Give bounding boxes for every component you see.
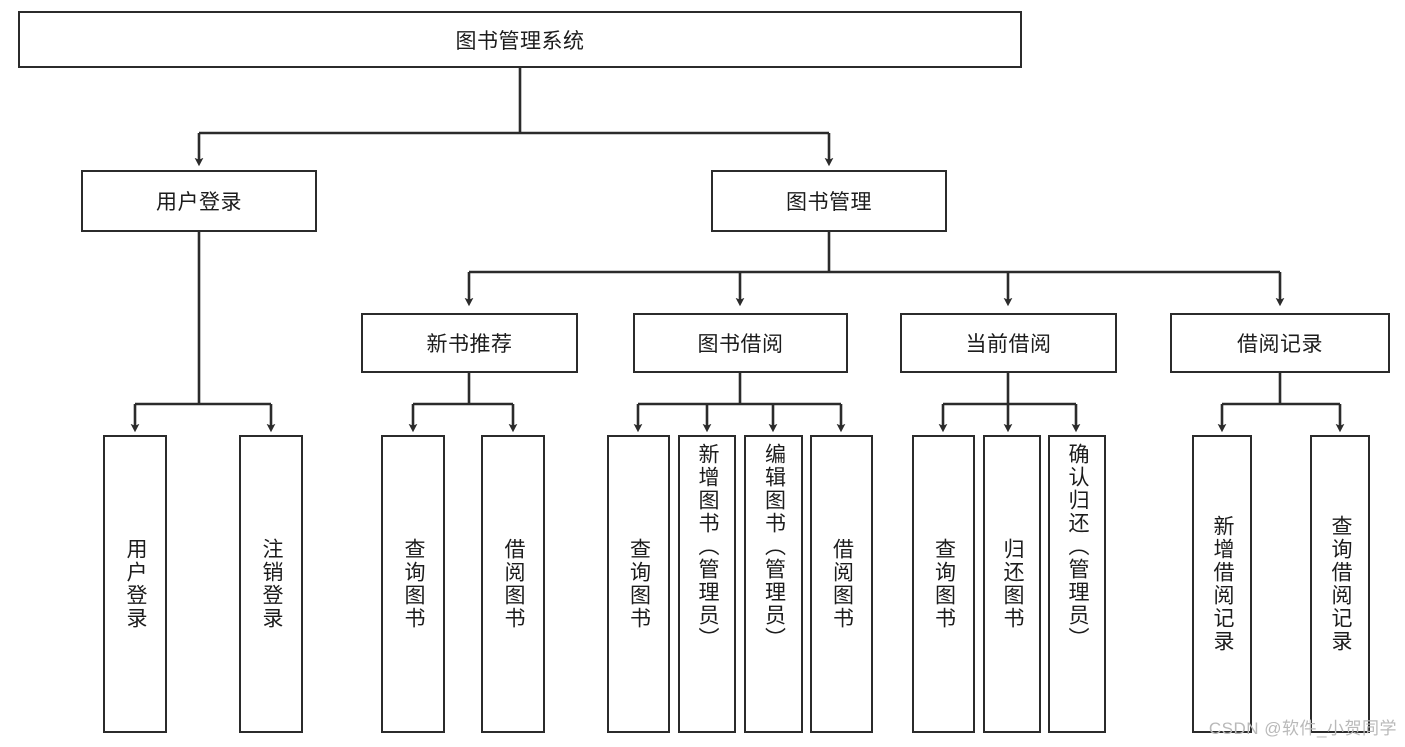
node-user-login[interactable]: 用户登录 bbox=[81, 170, 317, 232]
node-leaf-borrow-books[interactable]: 借阅图书 bbox=[810, 435, 873, 733]
node-label: 归还图书 bbox=[1001, 538, 1025, 630]
node-book-borrow[interactable]: 图书借阅 bbox=[633, 313, 848, 373]
node-label: 编辑图书（管理员） bbox=[762, 443, 786, 650]
node-leaf-edit-book-admin[interactable]: 编辑图书（管理员） bbox=[744, 435, 803, 733]
node-label: 新书推荐 bbox=[426, 333, 513, 356]
node-label: 图书借阅 bbox=[697, 333, 784, 356]
node-label: 查询借阅记录 bbox=[1329, 515, 1353, 653]
node-label: 查询图书 bbox=[402, 538, 426, 630]
node-label: 确认归还（管理员） bbox=[1066, 443, 1090, 650]
watermark-text: CSDN @软件_小贺同学 bbox=[1208, 719, 1397, 738]
node-leaf-user-login[interactable]: 用户登录 bbox=[103, 435, 167, 733]
node-leaf-logout[interactable]: 注销登录 bbox=[239, 435, 303, 733]
node-leaf-borrow-books-recommend[interactable]: 借阅图书 bbox=[481, 435, 545, 733]
node-label: 图书管理系统 bbox=[455, 29, 585, 53]
node-current-borrow[interactable]: 当前借阅 bbox=[900, 313, 1117, 373]
node-book-management[interactable]: 图书管理 bbox=[711, 170, 947, 232]
node-label: 查询图书 bbox=[932, 538, 956, 630]
node-label: 当前借阅 bbox=[965, 333, 1052, 356]
node-label: 借阅记录 bbox=[1237, 333, 1323, 356]
node-leaf-return-books[interactable]: 归还图书 bbox=[983, 435, 1041, 733]
node-label: 新增图书（管理员） bbox=[696, 443, 720, 650]
node-leaf-query-books-recommend[interactable]: 查询图书 bbox=[381, 435, 445, 733]
node-label: 借阅图书 bbox=[830, 538, 854, 630]
node-label: 借阅图书 bbox=[502, 538, 526, 630]
node-label: 用户登录 bbox=[156, 191, 242, 214]
node-leaf-confirm-return-admin[interactable]: 确认归还（管理员） bbox=[1048, 435, 1106, 733]
node-label: 用户登录 bbox=[124, 538, 148, 630]
node-leaf-add-borrow-record[interactable]: 新增借阅记录 bbox=[1192, 435, 1252, 733]
node-label: 新增借阅记录 bbox=[1211, 515, 1235, 653]
node-leaf-add-book-admin[interactable]: 新增图书（管理员） bbox=[678, 435, 736, 733]
node-label: 注销登录 bbox=[260, 538, 284, 630]
node-borrow-records[interactable]: 借阅记录 bbox=[1170, 313, 1390, 373]
node-leaf-query-books-borrow[interactable]: 查询图书 bbox=[607, 435, 670, 733]
node-new-book-recommend[interactable]: 新书推荐 bbox=[361, 313, 578, 373]
node-root-book-management-system[interactable]: 图书管理系统 bbox=[18, 11, 1022, 68]
node-leaf-query-books-current[interactable]: 查询图书 bbox=[912, 435, 975, 733]
node-leaf-query-borrow-record[interactable]: 查询借阅记录 bbox=[1310, 435, 1370, 733]
node-label: 查询图书 bbox=[627, 538, 651, 630]
node-label: 图书管理 bbox=[786, 191, 872, 214]
